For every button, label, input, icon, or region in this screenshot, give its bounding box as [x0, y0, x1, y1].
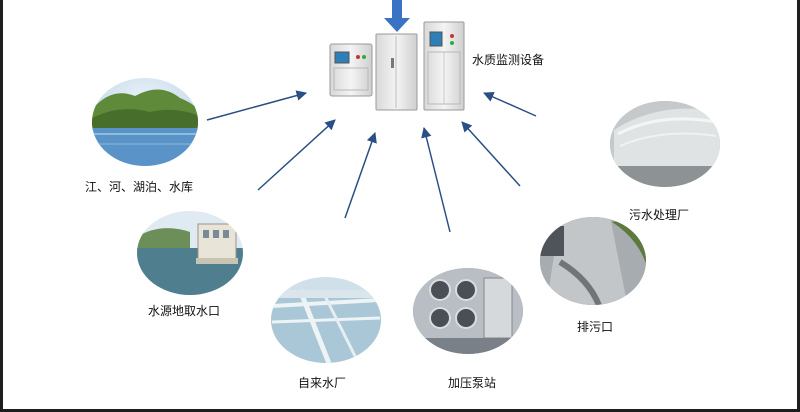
equipment-label: 水质监测设备 [472, 53, 544, 67]
arrow-waterworks [345, 133, 375, 218]
tall-cabinet-icon [376, 34, 417, 110]
outlet-label: 排污口 [577, 320, 613, 334]
intake-label: 水源地取水口 [148, 304, 220, 318]
pump-station-label: 加压泵站 [448, 376, 496, 390]
arrow-intake [258, 120, 335, 190]
sewage-plant-label: 污水处理厂 [629, 208, 689, 222]
arrow-lake [207, 93, 306, 120]
flow-arrows [207, 93, 536, 232]
waterworks-label: 自来水厂 [298, 376, 346, 390]
waterworks-image [270, 277, 382, 366]
control-cabinet-icon [424, 22, 464, 110]
wall-cabinet-icon [330, 44, 372, 96]
lake-label: 江、河、湖泊、水库 [85, 179, 193, 194]
pump-station-image [412, 268, 524, 356]
outlet-image [538, 216, 648, 308]
intake-image [135, 211, 247, 298]
monitoring-equipment-icon [330, 22, 464, 110]
arrow-outlet [462, 122, 520, 186]
sewage-plant-image [608, 100, 722, 190]
arrow-pump [424, 128, 450, 232]
arrow-sewage [484, 93, 536, 116]
top-inflow-arrow [384, 0, 410, 32]
lake-image [90, 78, 202, 168]
